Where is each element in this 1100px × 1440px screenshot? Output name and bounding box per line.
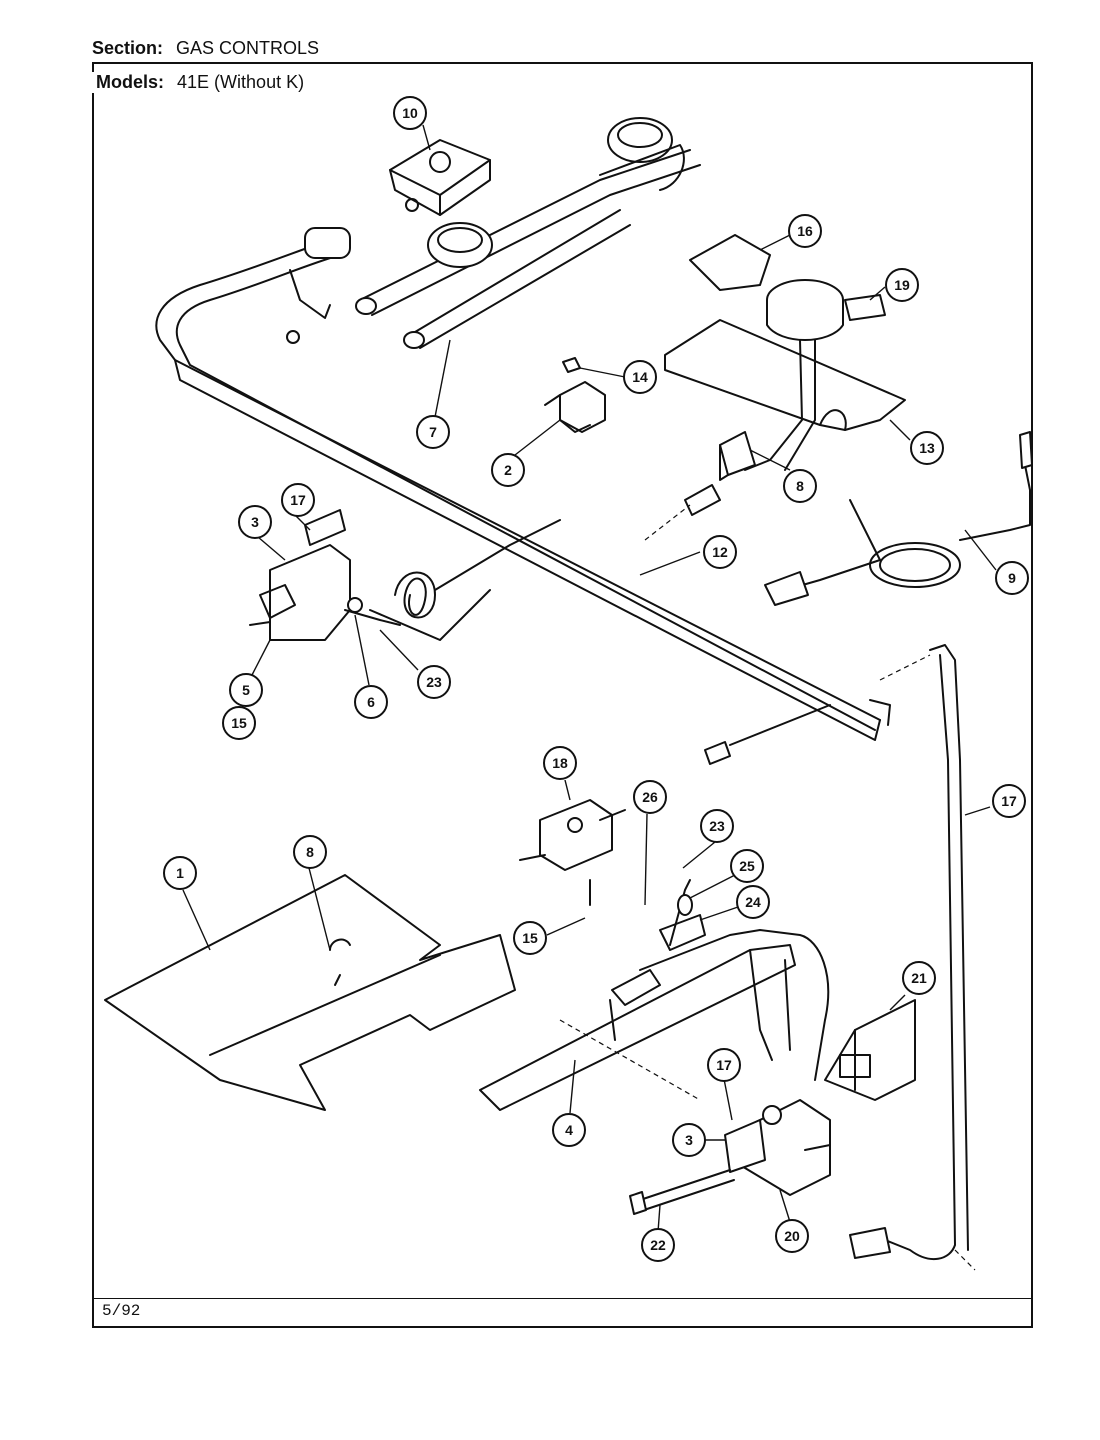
callout-12-label: 12 <box>712 544 728 560</box>
callout-22: 22 <box>641 1228 675 1262</box>
thermocouple-9 <box>764 431 1033 606</box>
screw-top <box>286 330 300 344</box>
callout-8-lower: 8 <box>293 835 327 869</box>
mount-screw <box>609 999 616 1041</box>
valve-assembly-left <box>249 509 401 641</box>
burner-pipe-4 <box>479 879 830 1111</box>
callout-15-upper: 15 <box>222 706 256 740</box>
callout-17-right: 17 <box>992 784 1026 818</box>
callout-23-upper-label: 23 <box>426 674 442 690</box>
callout-4-label: 4 <box>565 1122 573 1138</box>
callout-5-label: 5 <box>242 682 250 698</box>
callout-8-upper: 8 <box>783 469 817 503</box>
callout-6-label: 6 <box>367 694 375 710</box>
callout-24: 24 <box>736 885 770 919</box>
callout-23-lower: 23 <box>700 809 734 843</box>
callout-13: 13 <box>910 431 944 465</box>
callout-9: 9 <box>995 561 1029 595</box>
callout-17-upper-label: 17 <box>290 492 306 508</box>
revision-date: 5/92 <box>102 1302 141 1320</box>
valve-20 <box>724 1099 831 1196</box>
callout-21-label: 21 <box>911 970 927 986</box>
callout-6: 6 <box>354 685 388 719</box>
models-value: 41E (Without K) <box>177 72 305 92</box>
callout-7-label: 7 <box>429 424 437 440</box>
callout-8-upper-label: 8 <box>796 478 804 494</box>
models-heading: Models: 41E (Without K) <box>92 72 309 93</box>
shield-1 <box>104 874 516 1111</box>
oven-valve-10 <box>389 139 491 216</box>
callout-19: 19 <box>885 268 919 302</box>
burner-manifold-pipe <box>155 227 891 741</box>
callout-17-right-label: 17 <box>1001 793 1017 809</box>
section-heading: Section: GAS CONTROLS <box>92 38 319 59</box>
callout-3-lower-label: 3 <box>685 1132 693 1148</box>
callout-17-lower-label: 17 <box>716 1057 732 1073</box>
callout-8-lower-label: 8 <box>306 844 314 860</box>
section-value: GAS CONTROLS <box>176 38 320 58</box>
callout-21: 21 <box>902 961 936 995</box>
section-label: Section: <box>92 38 164 58</box>
callout-7: 7 <box>416 415 450 449</box>
diagram-frame <box>92 62 1033 1328</box>
gas-tube-17-right <box>849 644 976 1271</box>
callout-2: 2 <box>491 453 525 487</box>
callout-1-label: 1 <box>176 865 184 881</box>
leader-lines <box>182 124 997 1233</box>
callout-5: 5 <box>229 673 263 707</box>
callout-15-lower: 15 <box>513 921 547 955</box>
valve-18 <box>519 799 626 906</box>
callout-14-label: 14 <box>632 369 648 385</box>
callout-12: 12 <box>703 535 737 569</box>
adjusting-rod <box>704 704 831 765</box>
models-label: Models: <box>96 72 165 92</box>
callout-19-label: 19 <box>894 277 910 293</box>
callout-1: 1 <box>163 856 197 890</box>
callout-16: 16 <box>788 214 822 248</box>
callout-18: 18 <box>543 746 577 780</box>
callout-3-upper: 3 <box>238 505 272 539</box>
callout-24-label: 24 <box>745 894 761 910</box>
orifice-fitting <box>684 484 721 516</box>
callout-20: 20 <box>775 1219 809 1253</box>
bracket-8-upper <box>719 431 756 481</box>
burner-tubes-7 <box>355 117 701 349</box>
alignment-line-upper <box>644 504 691 541</box>
callout-26: 26 <box>633 780 667 814</box>
callout-3-lower: 3 <box>672 1123 706 1157</box>
bracket-2 <box>544 357 606 433</box>
callout-4: 4 <box>552 1113 586 1147</box>
callout-2-label: 2 <box>504 462 512 478</box>
callout-23-upper: 23 <box>417 665 451 699</box>
bracket-21 <box>824 999 916 1101</box>
callout-17-upper: 17 <box>281 483 315 517</box>
callout-17-lower: 17 <box>707 1048 741 1082</box>
callout-10: 10 <box>393 96 427 130</box>
callout-23-lower-label: 23 <box>709 818 725 834</box>
callout-13-label: 13 <box>919 440 935 456</box>
callout-10-label: 10 <box>402 105 418 121</box>
callout-16-label: 16 <box>797 223 813 239</box>
callout-9-label: 9 <box>1008 570 1016 586</box>
callout-22-label: 22 <box>650 1237 666 1253</box>
callout-15-lower-label: 15 <box>522 930 538 946</box>
callout-20-label: 20 <box>784 1228 800 1244</box>
callout-18-label: 18 <box>552 755 568 771</box>
coil-spring <box>369 519 561 641</box>
callout-15-upper-label: 15 <box>231 715 247 731</box>
footer-divider <box>92 1298 1033 1299</box>
callout-14: 14 <box>623 360 657 394</box>
callout-25: 25 <box>730 849 764 883</box>
oven-burner-assembly <box>664 234 906 471</box>
callout-26-label: 26 <box>642 789 658 805</box>
callout-3-upper-label: 3 <box>251 514 259 530</box>
callout-25-label: 25 <box>739 858 755 874</box>
bolt-22 <box>629 1169 735 1215</box>
